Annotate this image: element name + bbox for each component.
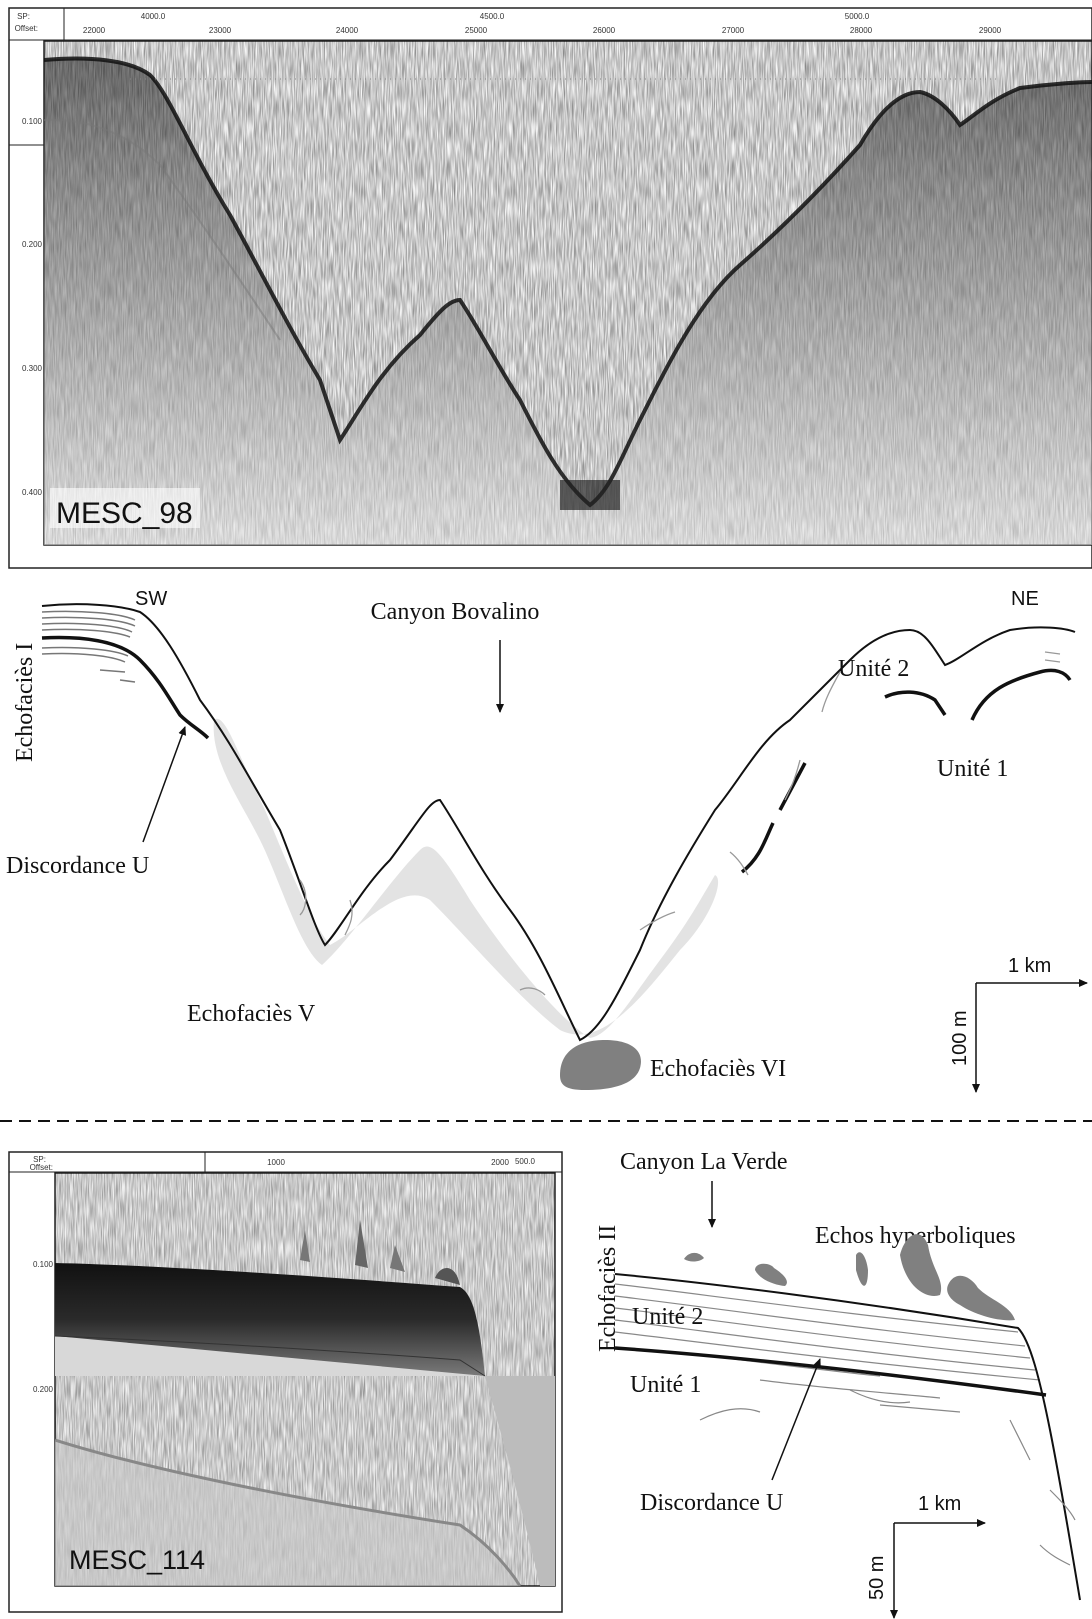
echofacies-ii-label: Echofaciès II [595, 1225, 621, 1352]
unit2-label-bottom: Unité 2 [632, 1304, 703, 1330]
top-offset-tick: 27000 [722, 26, 745, 35]
discordance-u-arrow [142, 726, 187, 843]
interpretation-canyon-la-verde: Canyon La Verde Echos hyperboliques Echo… [595, 1149, 1081, 1619]
top-y-tick: 0.300 [22, 364, 43, 373]
interpretation-canyon-bovalino: SW NE Canyon Bovalino Echofaciès I Unité… [6, 588, 1088, 1093]
echofacies-i-label: Echofaciès I [12, 643, 38, 762]
top-sp-tick: 4000.0 [141, 12, 166, 21]
bottom-sp-label: SP: [33, 1155, 46, 1164]
top-offset-tick: 26000 [593, 26, 616, 35]
top-offset-tick: 25000 [465, 26, 488, 35]
canyon-la-verde-label: Canyon La Verde [620, 1149, 788, 1175]
top-y-tick: 0.100 [22, 117, 43, 126]
discordance-u-reflector [614, 1346, 1047, 1397]
seismic-profile-mesc-98: SP: Offset: 4000.0 4500.0 5000.0 22000 2… [8, 7, 1092, 569]
top-offset-tick: 28000 [850, 26, 873, 35]
scale-1km-label-bottom: 1 km [918, 1493, 961, 1515]
top-offset-tick: 29000 [979, 26, 1002, 35]
scale-1km-label: 1 km [1008, 955, 1051, 977]
direction-sw: SW [135, 588, 167, 610]
top-offset-tick: 22000 [83, 26, 106, 35]
discordance-u-arrow-bottom [771, 1358, 821, 1481]
top-profile-name: MESC_98 [56, 497, 193, 530]
direction-ne: NE [1011, 588, 1039, 610]
top-offset-tick: 24000 [336, 26, 359, 35]
unit2-layers [614, 1283, 1041, 1413]
unit1-reflector [970, 668, 1072, 721]
seismic-profile-mesc-114: SP: Offset: 500.0 1000 2000 0.100 0.200 … [8, 1151, 563, 1613]
unit1-label: Unité 1 [937, 756, 1008, 782]
echofacies-v-label: Echofaciès V [187, 1001, 316, 1027]
seafloor-line [614, 1273, 1081, 1601]
echofacies-vi-zone [560, 1040, 641, 1090]
echofacies-i-layers [41, 610, 136, 683]
top-offset-label: Offset: [15, 24, 38, 33]
unit1-reflector [740, 822, 775, 874]
scale-50m-label: 50 m [866, 1556, 888, 1600]
seafloor-line [41, 603, 1076, 1042]
unit2-label: Unité 2 [838, 656, 909, 682]
top-sp-tick: 5000.0 [845, 12, 870, 21]
hyperbolic-echoes [684, 1234, 1015, 1321]
scale-100m-label: 100 m [949, 1010, 971, 1066]
bottom-y-tick: 0.200 [33, 1385, 54, 1394]
bottom-offset-label: Offset: [30, 1163, 53, 1172]
top-sp-label: SP: [17, 12, 30, 21]
unit1-reflector [884, 690, 947, 716]
scale-bar-bottom: 1 km 50 m [866, 1493, 986, 1619]
bottom-offset-tick: 1000 [267, 1158, 285, 1167]
unit1-label-bottom: Unité 1 [630, 1372, 701, 1398]
top-sp-tick: 4500.0 [480, 12, 505, 21]
unit1-reflector [778, 762, 807, 811]
top-y-tick: 0.400 [22, 488, 43, 497]
bottom-profile-name: MESC_114 [69, 1545, 205, 1575]
scale-bar-top: 1 km 100 m [949, 955, 1088, 1093]
echofacies-v-zone [213, 718, 719, 1038]
top-offset-tick: 23000 [209, 26, 232, 35]
bottom-y-tick: 0.100 [33, 1260, 54, 1269]
discordance-u-label: Discordance U [6, 853, 149, 879]
top-y-tick: 0.200 [22, 240, 43, 249]
discordance-u-label-bottom: Discordance U [640, 1490, 783, 1516]
bottom-offset-tick: 2000 [491, 1158, 509, 1167]
canyon-bovalino-label: Canyon Bovalino [371, 599, 540, 625]
discordance-u-reflector [41, 635, 210, 740]
echofacies-vi-label: Echofaciès VI [650, 1056, 786, 1082]
bottom-sp-tick: 500.0 [515, 1157, 536, 1166]
